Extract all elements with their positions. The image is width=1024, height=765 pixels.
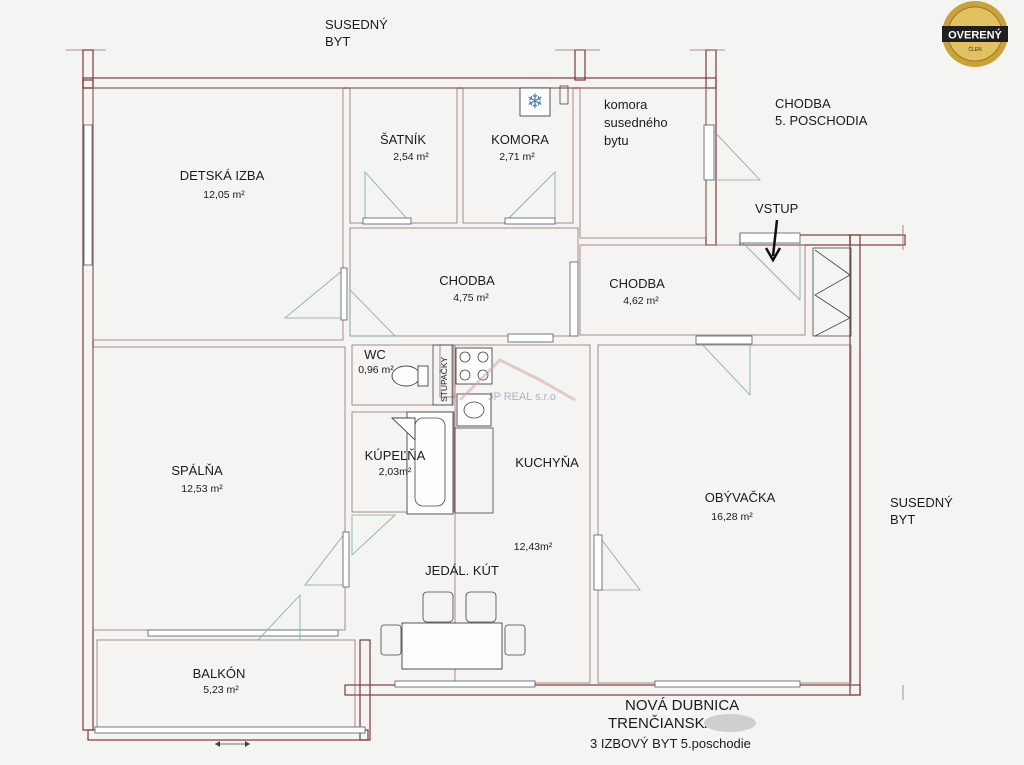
door-komora [504, 171, 556, 223]
room-area-chodba1: 4,75 m² [453, 292, 489, 304]
room-area-kuchyna: 12,43m² [514, 541, 553, 553]
room-name-obyvacka: OBÝVAČKA [705, 490, 776, 505]
radiator-icon [519, 87, 551, 117]
door-chodba-vstup [739, 239, 801, 301]
entry-arrow [764, 219, 782, 263]
room-name-stupacky: STUPAČKY [439, 356, 449, 402]
svg-text:❄: ❄ [527, 89, 544, 113]
neighbor-right-line1: SUSEDNÝ [890, 495, 953, 510]
window-kuchyna [394, 680, 536, 688]
dining-table [380, 591, 526, 670]
blur-mask [704, 714, 756, 732]
komora-susedneho-line1: komora [604, 97, 648, 112]
room-name-spalna: SPÁLŇA [171, 463, 223, 478]
badge-text: OVERENÝ [948, 29, 1002, 42]
watermark-text: JP REAL s.r.o [488, 391, 556, 403]
room-area-komora: 2,71 m² [499, 151, 535, 163]
room-name-chodba2: CHODBA [609, 276, 665, 291]
window-obyvacka [654, 680, 801, 688]
watermark: JP REAL s.r.o [458, 358, 576, 403]
room-name-balkon: BALKÓN [193, 666, 246, 681]
room-name-satnik: ŠATNÍK [380, 132, 426, 147]
fixtures: ❄ [380, 85, 852, 670]
room-labels: DETSKÁ IZBA 12,05 m² ŠATNÍK 2,54 m² KOMO… [171, 97, 775, 696]
room-name-wc: WC [364, 347, 386, 362]
neighbor-right-line2: BYT [890, 512, 915, 527]
toilet-icon [391, 365, 421, 387]
dimension-marker [215, 741, 250, 747]
room-area-wc: 0,96 m² [358, 364, 394, 376]
room-area-satnik: 2,54 m² [393, 151, 429, 163]
window-detska [83, 124, 93, 266]
komora-susedneho-line2: susedného [604, 115, 668, 130]
room-area-balkon: 5,23 m² [203, 684, 239, 696]
windows [83, 124, 801, 734]
room-area-kupelna: 2,03m² [379, 466, 412, 478]
room-name-chodba1: CHODBA [439, 273, 495, 288]
hallway-floor-line1: CHODBA [775, 96, 831, 111]
title-block: NOVÁ DUBNICA TRENČIANSKA 3 IZBOVÝ BYT 5.… [590, 697, 756, 751]
door-obyvacka [697, 339, 751, 397]
badge-sub: ČLEN [968, 46, 982, 53]
window-spalna [147, 629, 339, 637]
door-detska [283, 269, 344, 319]
neighbor-top-line1: SUSEDNÝ [325, 17, 388, 32]
context-labels: SUSEDNÝ BYT CHODBA 5. POSCHODIA VSTUP SU… [325, 17, 953, 527]
room-name-komora: KOMORA [491, 132, 549, 147]
hallway-floor-line2: 5. POSCHODIA [775, 113, 868, 128]
door-satnik [364, 170, 411, 223]
door-balkon [257, 593, 301, 641]
room-area-detska: 12,05 m² [203, 189, 245, 201]
bath-sink-icon [390, 417, 416, 442]
room-name-jedal: JEDÁL. KÚT [425, 563, 499, 578]
doors [257, 123, 801, 641]
stove-icon [455, 347, 493, 385]
title-line1: NOVÁ DUBNICA [625, 697, 739, 714]
verified-badge: OVERENÝ ČLEN [942, 1, 1008, 67]
door-spalna [304, 531, 346, 586]
door-kupelna [351, 514, 397, 556]
title-line2: TRENČIANSKA [608, 715, 715, 732]
window-balkon [94, 726, 366, 734]
room-area-spalna: 12,53 m² [181, 483, 223, 495]
entry-label: VSTUP [755, 201, 798, 216]
room-area-chodba2: 4,62 m² [623, 295, 659, 307]
title-line3: 3 IZBOVÝ BYT 5.poschodie [590, 736, 751, 751]
neighbor-top-line2: BYT [325, 34, 350, 49]
door-chodba-wc [349, 289, 396, 337]
room-name-kupelna: KÚPEĽŇA [365, 448, 426, 463]
room-name-kuchyna: KUCHYŇA [515, 455, 579, 470]
door-obyvacka-kuchyna [597, 533, 641, 591]
komora-susedneho-line3: bytu [604, 133, 629, 148]
room-name-detska: DETSKÁ IZBA [180, 168, 265, 183]
room-area-obyvacka: 16,28 m² [711, 511, 753, 523]
